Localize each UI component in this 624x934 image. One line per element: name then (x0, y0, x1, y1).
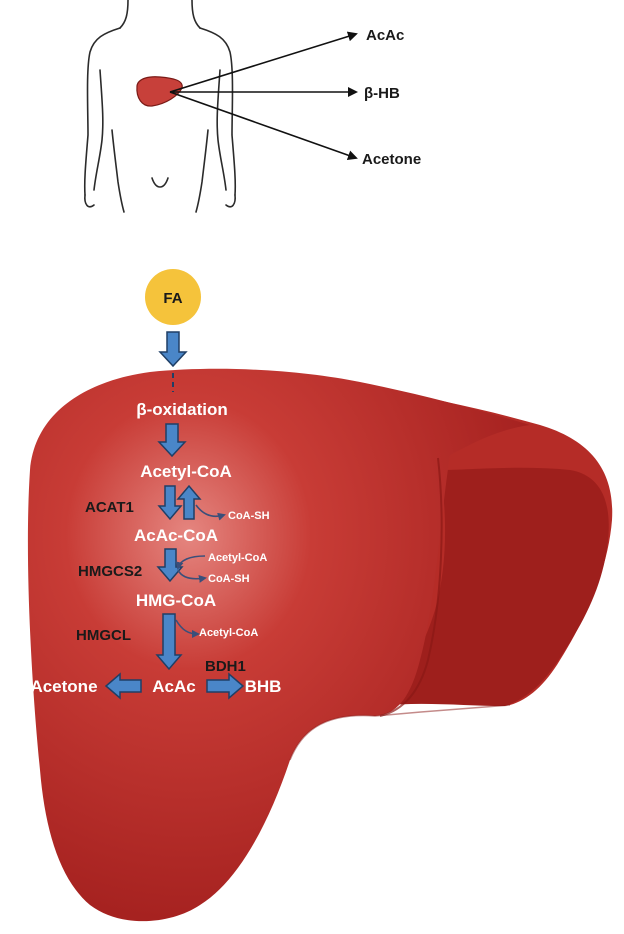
liver-lower-edge (289, 704, 511, 761)
acac-to-bhb-arrow (206, 672, 245, 700)
liver-illustration (27, 368, 613, 922)
coash-label-1: CoA-SH (228, 510, 270, 522)
waist-left (111, 129, 125, 213)
coash-release-arrow-2 (177, 569, 207, 583)
body-output-arrows (169, 31, 358, 161)
fa-circle (145, 269, 201, 325)
coash-release-arrow-1 (195, 504, 226, 521)
arrow-to-acetone (169, 91, 358, 161)
acetylcoa-input-label: Acetyl-CoA (208, 552, 267, 564)
fa-down-arrow (158, 331, 188, 368)
acac-to-acetone-arrow (104, 672, 142, 700)
coash-label-2: CoA-SH (208, 573, 250, 585)
beta-oxidation-label: β-oxidation (136, 400, 228, 419)
torso-right-side (199, 27, 237, 196)
hmgcl-arrow (155, 613, 183, 671)
bhb-label: BHB (245, 677, 282, 696)
body-output-bhb: β-HB (364, 85, 400, 102)
arrow-to-acac (169, 31, 358, 93)
right-arm-inner (216, 69, 227, 191)
human-torso-outline (83, 0, 237, 213)
hmg-coa-label: HMG-CoA (136, 591, 216, 610)
enzyme-acat1: ACAT1 (85, 499, 134, 516)
enzyme-bdh1: BDH1 (205, 658, 246, 675)
acetone-label: Acetone (30, 677, 97, 696)
liver-lobe-crease (379, 457, 443, 717)
body-output-acac: AcAc (366, 27, 404, 44)
acetylcoa-output-label: Acetyl-CoA (199, 627, 258, 639)
hmgcs2-arrow (156, 548, 184, 583)
neck-left (119, 0, 129, 29)
right-hand (225, 194, 236, 208)
acetylcoa-input-arrow (175, 555, 206, 570)
acac-coa-label: AcAc-CoA (134, 526, 218, 545)
acac-label: AcAc (152, 677, 195, 696)
body-output-acetone: Acetone (362, 151, 421, 168)
liver-right-lobe-shadow (368, 467, 609, 708)
acetyl-coa-label: Acetyl-CoA (140, 462, 232, 481)
acat1-forward-arrow (157, 485, 183, 521)
waist-right (195, 129, 209, 213)
beta-ox-to-acetylcoa-arrow (157, 423, 187, 458)
left-arm-inner (93, 69, 104, 191)
acetylcoa-release-arrow (175, 619, 200, 638)
acat1-reverse-arrow (176, 484, 202, 520)
neck-right (191, 0, 201, 29)
liver-main-body (27, 368, 530, 922)
enzyme-hmgcs2: HMGCS2 (78, 563, 142, 580)
left-hand (84, 194, 95, 208)
enzyme-hmgcl: HMGCL (76, 627, 131, 644)
fa-label: FA (163, 290, 182, 307)
torso-left-side (83, 27, 121, 196)
pelvis-curve (151, 177, 169, 188)
